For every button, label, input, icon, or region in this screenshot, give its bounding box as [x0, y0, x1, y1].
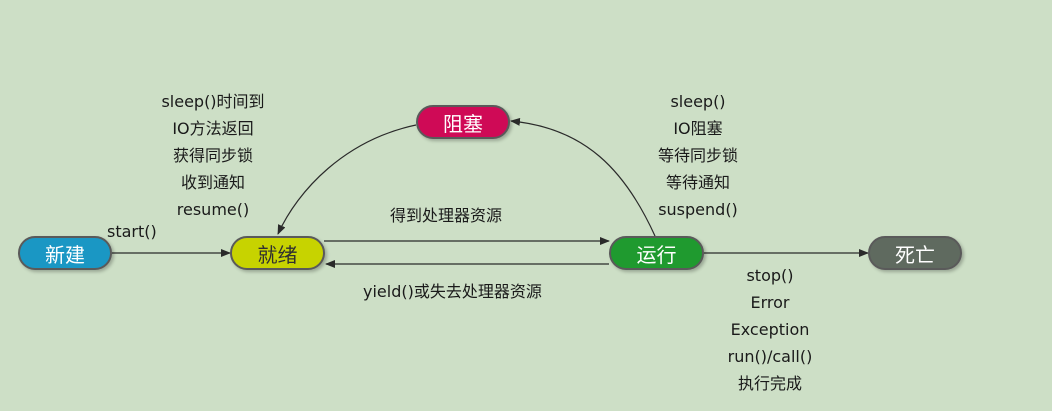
node-running: 运行 — [609, 236, 704, 270]
node-new: 新建 — [18, 236, 112, 270]
running-to-dead-line: Error — [750, 293, 790, 312]
label-start: start() — [107, 222, 157, 241]
node-ready-label: 就绪 — [257, 242, 298, 267]
running-to-blocked-line: suspend() — [658, 200, 738, 219]
running-to-blocked-line: sleep() — [670, 92, 726, 111]
edge-blocked-to-ready — [277, 124, 417, 235]
node-new-label: 新建 — [45, 242, 85, 267]
running-to-dead-line: Exception — [730, 320, 810, 339]
label-to-running: 得到处理器资源 — [390, 206, 503, 225]
blocked-to-ready-line: IO方法返回 — [172, 119, 254, 138]
blocked-to-ready-line: resume() — [176, 200, 250, 219]
node-blocked: 阻塞 — [416, 105, 510, 139]
node-blocked-label: 阻塞 — [443, 111, 483, 136]
running-to-blocked-line: 等待同步锁 — [657, 146, 738, 165]
node-dead: 死亡 — [868, 236, 962, 270]
running-to-dead-line: 执行完成 — [737, 374, 802, 393]
node-dead-label: 死亡 — [895, 242, 935, 267]
running-to-dead-line: run()/call() — [727, 347, 813, 366]
label-running-to-dead: stop() Error Exception run()/call() 执行完成 — [708, 262, 832, 397]
running-to-blocked-line: 等待通知 — [665, 173, 730, 192]
label-blocked-to-ready: sleep()时间到 IO方法返回 获得同步锁 收到通知 resume() — [143, 88, 283, 223]
blocked-to-ready-line: sleep()时间到 — [161, 92, 265, 111]
node-ready: 就绪 — [230, 236, 325, 270]
label-running-to-blocked: sleep() IO阻塞 等待同步锁 等待通知 suspend() — [638, 88, 758, 223]
label-to-ready: yield()或失去处理器资源 — [363, 282, 542, 301]
running-to-blocked-line: IO阻塞 — [673, 119, 723, 138]
node-running-label: 运行 — [636, 242, 677, 267]
blocked-to-ready-line: 获得同步锁 — [172, 146, 253, 165]
edge-running-to-blocked — [510, 117, 656, 237]
blocked-to-ready-line: 收到通知 — [180, 173, 245, 192]
running-to-dead-line: stop() — [746, 266, 794, 285]
